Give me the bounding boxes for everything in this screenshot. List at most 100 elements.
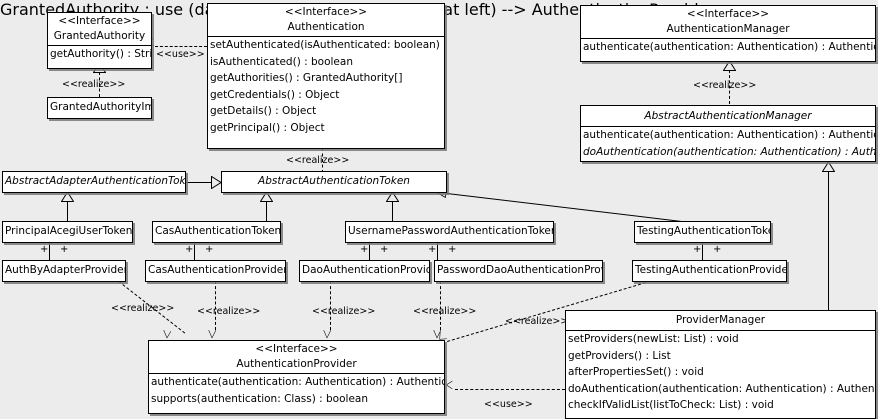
class-name-authentication: Authentication <box>287 21 365 34</box>
class-password-dao-authentication-provider[interactable]: PasswordDaoAuthenticationProvider <box>434 260 603 282</box>
class-testing-authentication-token[interactable]: TestingAuthenticationToken <box>634 221 771 243</box>
realize-line-casauthenticationprovider <box>215 281 216 330</box>
class-header-auth-by-adapter-provider: AuthByAdapterProvider <box>3 261 125 280</box>
realize-label-testingauthenticationprovider: <<realize>> <box>505 316 569 327</box>
realize-label-authbyadapterprovider: <<realize>> <box>111 303 175 314</box>
class-name-dao-authentication-provider: DaoAuthenticationProvider <box>302 264 430 276</box>
realize-arrowhead-daoauthenticationprovider <box>323 329 332 339</box>
class-header-principal-acegi-user-token: PrincipalAcegiUserToken <box>3 222 132 241</box>
class-header-authentication-provider: <<Interface>> AuthenticationProvider <box>149 341 444 373</box>
class-authentication-provider[interactable]: <<Interface>> AuthenticationProvider aut… <box>148 340 445 414</box>
realize-line-grantedauthorityimpl <box>99 72 100 97</box>
class-name-abstract-authentication-manager: AbstractAuthenticationManager <box>644 110 812 122</box>
methods-authentication-provider: authenticate(authentication: Authenticat… <box>149 373 444 407</box>
realize-arrowhead-passworddaoauthenticationprovider <box>433 329 442 339</box>
use-line-authentication-grantedauthority <box>155 46 207 47</box>
stereotype-interface: <<Interface>> <box>686 8 770 20</box>
method-row: getCredentials() : Object <box>210 88 340 101</box>
generalization-line-testingauthtoken <box>446 193 700 225</box>
class-header-password-dao-authentication-provider: PasswordDaoAuthenticationProvider <box>435 261 602 280</box>
class-header-testing-authentication-provider: TestingAuthenticationProvider <box>633 261 786 280</box>
method-row: getAuthorities() : GrantedAuthority[] <box>210 72 403 85</box>
realize-arrowhead-authbyadapterprovider <box>163 330 172 339</box>
class-abstract-authentication-token[interactable]: AbstractAuthenticationToken <box>221 171 447 193</box>
realize-line-abstractauthmanager <box>729 70 730 104</box>
class-username-password-authentication-token[interactable]: UsernamePasswordAuthenticationToken <box>345 221 554 243</box>
method-row: getAuthority() : String <box>50 48 152 61</box>
class-cas-authentication-token[interactable]: CasAuthenticationToken <box>152 221 281 243</box>
method-row: getDetails() : Object <box>210 105 317 118</box>
use-label-providermanager: <<use>> <box>484 399 533 410</box>
class-authentication-manager[interactable]: <<Interface>> AuthenticationManager auth… <box>580 5 876 62</box>
method-row: setProviders(newList: List) : void <box>568 333 739 346</box>
association-plus-left-3: + <box>360 244 369 255</box>
stereotype-interface: <<Interface>> <box>58 15 141 27</box>
realize-label-abstractauthtoken: <<realize>> <box>286 155 350 166</box>
class-auth-by-adapter-provider[interactable]: AuthByAdapterProvider <box>2 260 126 282</box>
method-row: checkIfValidList(listToCheck: List) : vo… <box>568 399 774 412</box>
association-line-principalacegi-authbyadapter <box>49 243 50 260</box>
class-abstract-adapter-authentication-token[interactable]: AbstractAdapterAuthenticationToken <box>2 171 186 193</box>
class-header-testing-authentication-token: TestingAuthenticationToken <box>635 222 770 241</box>
method-row: isAuthenticated() : boolean <box>210 55 353 68</box>
class-name-cas-authentication-provider: CasAuthenticationProvider <box>148 264 286 276</box>
realize-label-abstractauthmanager: <<realize>> <box>693 80 757 91</box>
generalization-line-principalacegiusertoken <box>67 202 68 221</box>
class-cas-authentication-provider[interactable]: CasAuthenticationProvider <box>145 260 286 282</box>
methods-granted-authority: getAuthority() : String <box>48 45 151 63</box>
methods-authentication-manager: authenticate(authentication: Authenticat… <box>581 38 875 56</box>
association-plus-right-3: + <box>380 244 389 255</box>
class-header-authentication: <<Interface>> Authentication <box>208 4 444 36</box>
class-testing-authentication-provider[interactable]: TestingAuthenticationProvider <box>632 260 787 282</box>
class-header-authentication-manager: <<Interface>> AuthenticationManager <box>581 6 875 38</box>
realize-arrowhead-testingauthenticationprovider <box>439 331 447 340</box>
realize-line-passworddaoauthenticationprovider <box>440 281 441 330</box>
association-plus-right-5: + <box>713 244 722 255</box>
class-granted-authority-impl[interactable]: GrantedAuthorityImpl <box>47 97 152 119</box>
generalization-line-usernamepasswordtoken <box>392 202 393 221</box>
class-header-provider-manager: ProviderManager <box>566 311 875 330</box>
association-plus-right-4: + <box>448 244 457 255</box>
generalization-triangle-casauthtoken <box>260 192 273 202</box>
method-row: supports(authentication: Class) : boolea… <box>151 392 368 405</box>
class-granted-authority[interactable]: <<Interface>> GrantedAuthority getAuthor… <box>47 12 152 69</box>
realize-triangle-abstractauthmanager <box>723 61 736 71</box>
method-row: doAuthentication(authentication: Authent… <box>568 382 876 395</box>
class-name-granted-authority-impl: GrantedAuthorityImpl <box>50 101 151 113</box>
stereotype-interface: <<Interface>> <box>284 6 368 18</box>
class-authentication[interactable]: <<Interface>> Authentication setAuthenti… <box>207 3 445 149</box>
class-name-cas-authentication-token: CasAuthenticationToken <box>155 225 281 237</box>
method-row-abstract: doAuthentication(authentication: Authent… <box>583 145 876 158</box>
class-provider-manager[interactable]: ProviderManager setProviders(newList: Li… <box>565 310 876 419</box>
class-name-testing-authentication-token: TestingAuthenticationToken <box>637 225 771 237</box>
realize-label-grantedauthorityimpl: <<realize>> <box>62 79 126 90</box>
class-name-password-dao-authentication-provider: PasswordDaoAuthenticationProvider <box>437 264 602 276</box>
class-abstract-authentication-manager[interactable]: AbstractAuthenticationManager authentica… <box>580 105 876 162</box>
realize-label-casauthenticationprovider: <<realize>> <box>197 306 261 317</box>
generalization-triangle-principalacegiusertoken <box>61 192 74 202</box>
class-principal-acegi-user-token[interactable]: PrincipalAcegiUserToken <box>2 221 133 243</box>
method-row: getProviders() : List <box>568 349 671 362</box>
generalization-line-providermanager <box>828 172 829 310</box>
class-header-granted-authority: <<Interface>> GrantedAuthority <box>48 13 151 45</box>
methods-provider-manager: setProviders(newList: List) : void getPr… <box>566 330 875 414</box>
method-row: afterPropertiesSet() : void <box>568 366 704 379</box>
class-name-auth-by-adapter-provider: AuthByAdapterProvider <box>5 264 126 276</box>
method-row: setAuthenticated(isAuthenticated: boolea… <box>210 39 444 52</box>
realize-line-abstractauthtoken <box>322 148 323 173</box>
realize-label-daoauthenticationprovider: <<realize>> <box>312 306 376 317</box>
association-line-testingtoken-testingprovider <box>702 243 703 260</box>
association-plus-left-4: + <box>428 244 437 255</box>
class-dao-authentication-provider[interactable]: DaoAuthenticationProvider <box>299 260 430 282</box>
class-name-testing-authentication-provider: TestingAuthenticationProvider <box>635 264 787 276</box>
class-name-provider-manager: ProviderManager <box>675 314 766 326</box>
method-row: getPrincipal() : Object <box>210 121 325 134</box>
methods-authentication: setAuthenticated(isAuthenticated: boolea… <box>208 36 444 136</box>
class-name-principal-acegi-user-token: PrincipalAcegiUserToken <box>5 225 133 237</box>
association-plus-right-2: + <box>205 244 214 255</box>
generalization-triangle-adaptertoken <box>211 176 221 189</box>
association-line-usernametoken-passworddaoprovider <box>437 243 438 260</box>
association-line-castoken-casprovider <box>194 243 195 260</box>
stereotype-interface: <<Interface>> <box>255 343 338 355</box>
